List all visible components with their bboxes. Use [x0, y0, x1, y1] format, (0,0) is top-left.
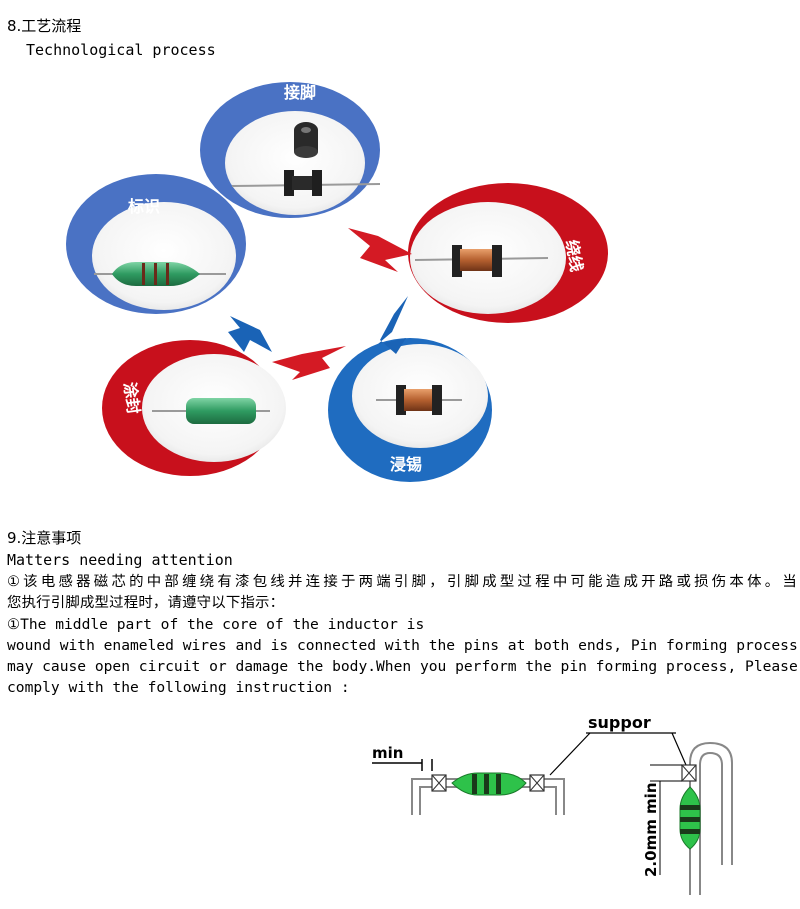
dimension-label: 2.0mm min [642, 782, 660, 877]
arrow-icon [378, 296, 408, 354]
en-line-4: comply with the following instruction : [7, 679, 350, 696]
min-label: min [372, 744, 403, 762]
step-coating: 涂封 [102, 340, 286, 476]
section-9-title: 9.注意事项 [7, 529, 82, 547]
en-line-3: may cause open circuit or damage the bod… [7, 658, 798, 675]
step-pin-connect: 接脚 [200, 82, 381, 218]
arrow-icon [228, 316, 272, 352]
en-line-1: ①The middle part of the core of the indu… [7, 616, 425, 633]
step-marking: 标识 [66, 174, 246, 314]
en-line-2: wound with enameled wires and is connect… [7, 637, 798, 654]
step-label: 接脚 [284, 83, 316, 102]
instruction-paragraph: ①该电感器磁芯的中部缠绕有漆包线并连接于两端引脚，引脚成型过程中可能造成开路或损… [7, 572, 798, 698]
process-flow-illustration: 接脚 绕线 浸锡 涂封 标识 [66, 82, 608, 482]
cn-line-2: 您执行引脚成型过程时，请遵守以下指示： [7, 595, 285, 611]
step-label: 浸锡 [390, 455, 422, 474]
step-winding: 绕线 [408, 183, 608, 323]
section-8-title: 8.工艺流程 [7, 17, 82, 35]
step-label: 标识 [127, 197, 160, 216]
arrow-icon [348, 228, 412, 272]
section-8-subtitle: Technological process [26, 41, 216, 59]
step-label: 涂封 [120, 381, 143, 415]
support-label: suppor [588, 713, 651, 732]
arrow-icon [272, 346, 346, 380]
cn-line-1: ①该电感器磁芯的中部缠绕有漆包线并连接于两端引脚，引脚成型过程中可能造成开路或损… [7, 574, 797, 590]
section-9-subtitle: Matters needing attention [7, 551, 233, 569]
pin-forming-diagram: min suppor 2.0mm min [372, 713, 733, 895]
step-tin-dip: 浸锡 [328, 338, 492, 482]
